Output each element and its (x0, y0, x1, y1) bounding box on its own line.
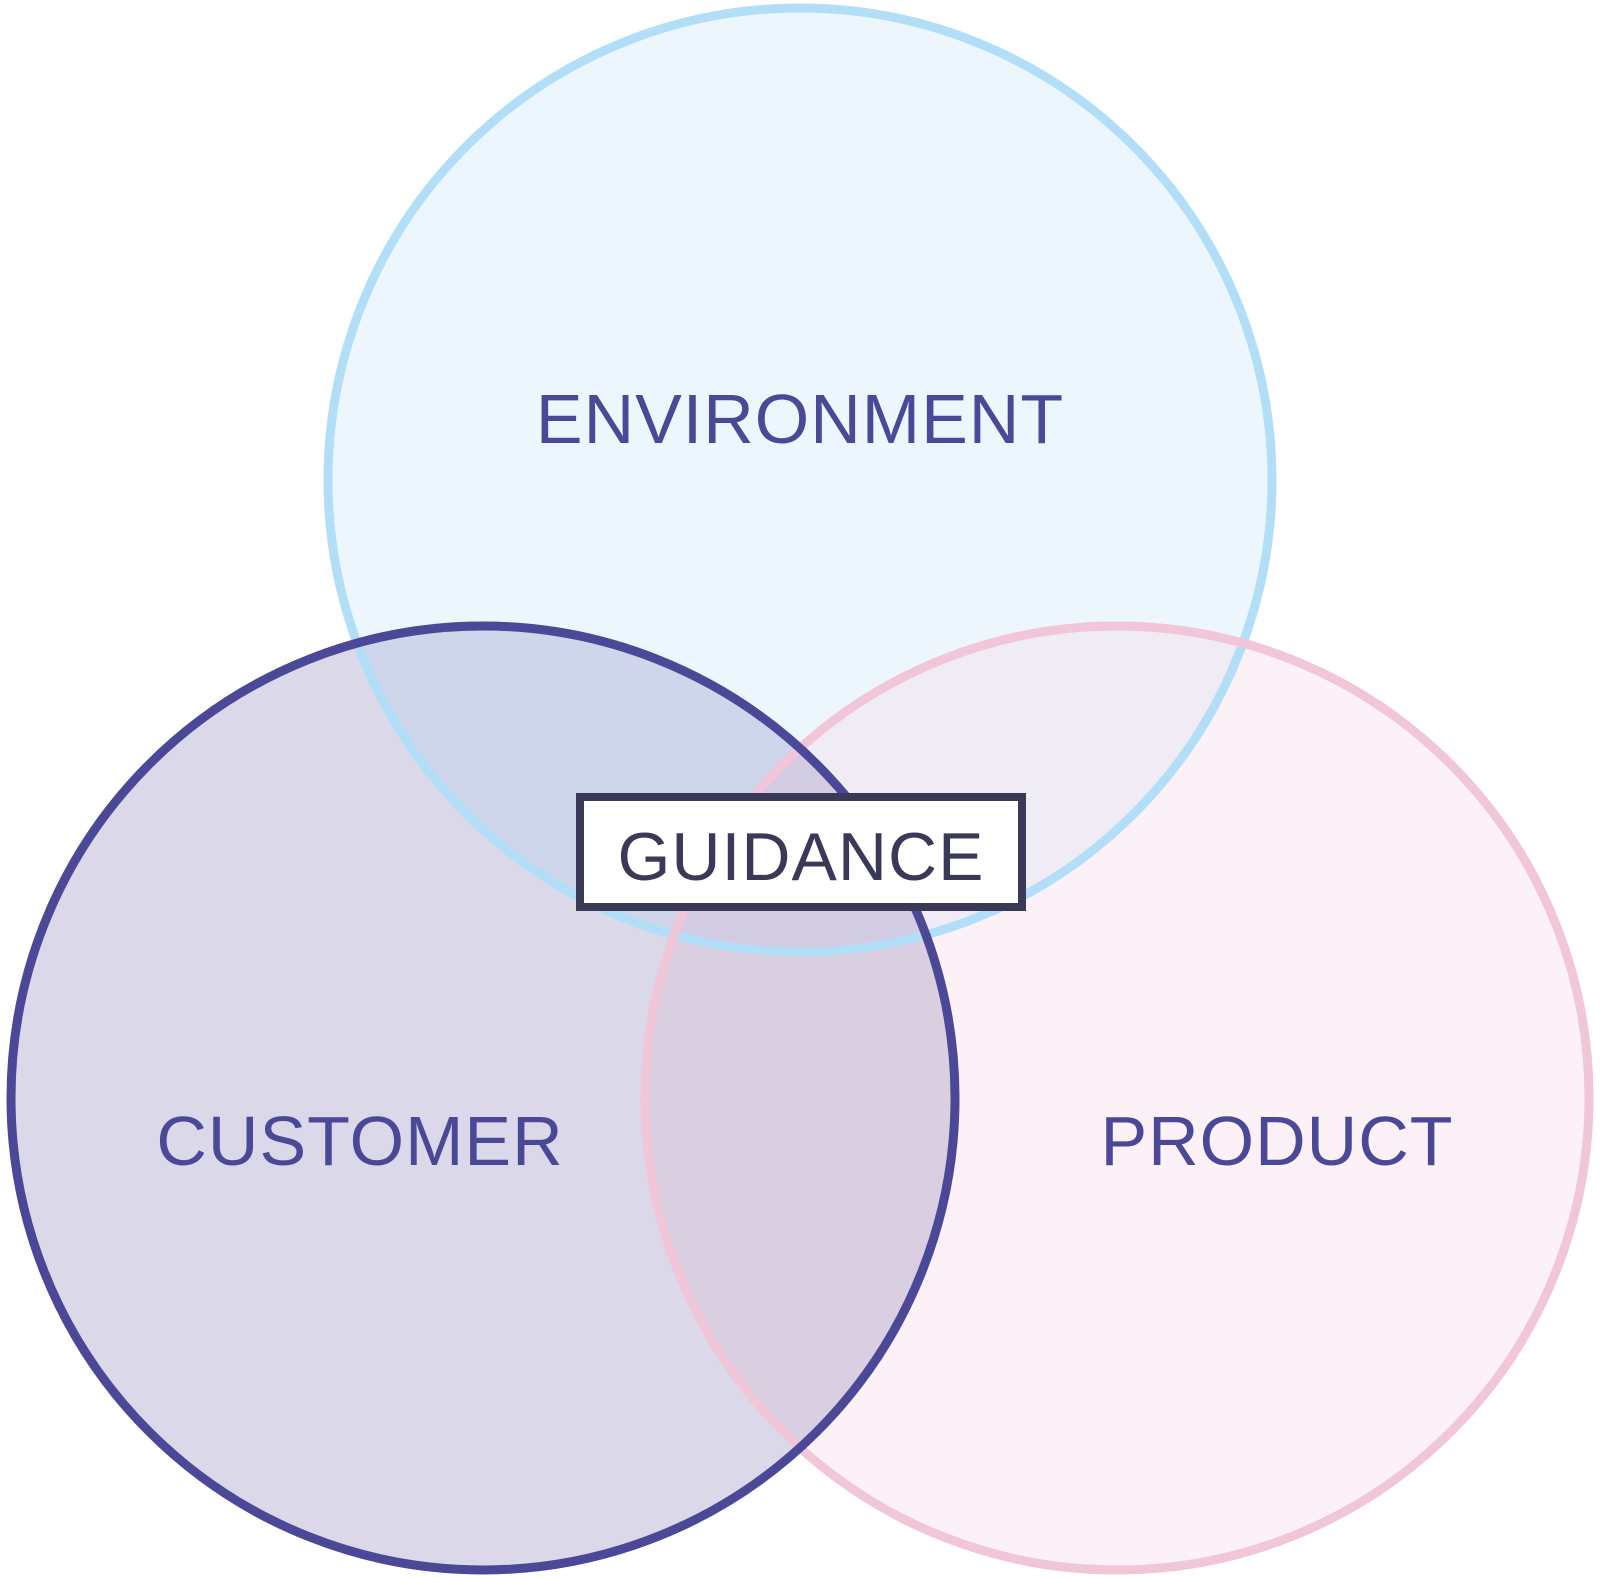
product-label: PRODUCT (1100, 1102, 1453, 1180)
environment-label: ENVIRONMENT (536, 380, 1064, 458)
environment-circle-outline (323, 3, 1277, 957)
customer-circle-outline (6, 621, 960, 1575)
customer-label: CUSTOMER (156, 1102, 563, 1180)
product-circle-outline (640, 621, 1594, 1575)
guidance-box (576, 793, 1026, 911)
guidance-label: GUIDANCE (618, 819, 985, 895)
